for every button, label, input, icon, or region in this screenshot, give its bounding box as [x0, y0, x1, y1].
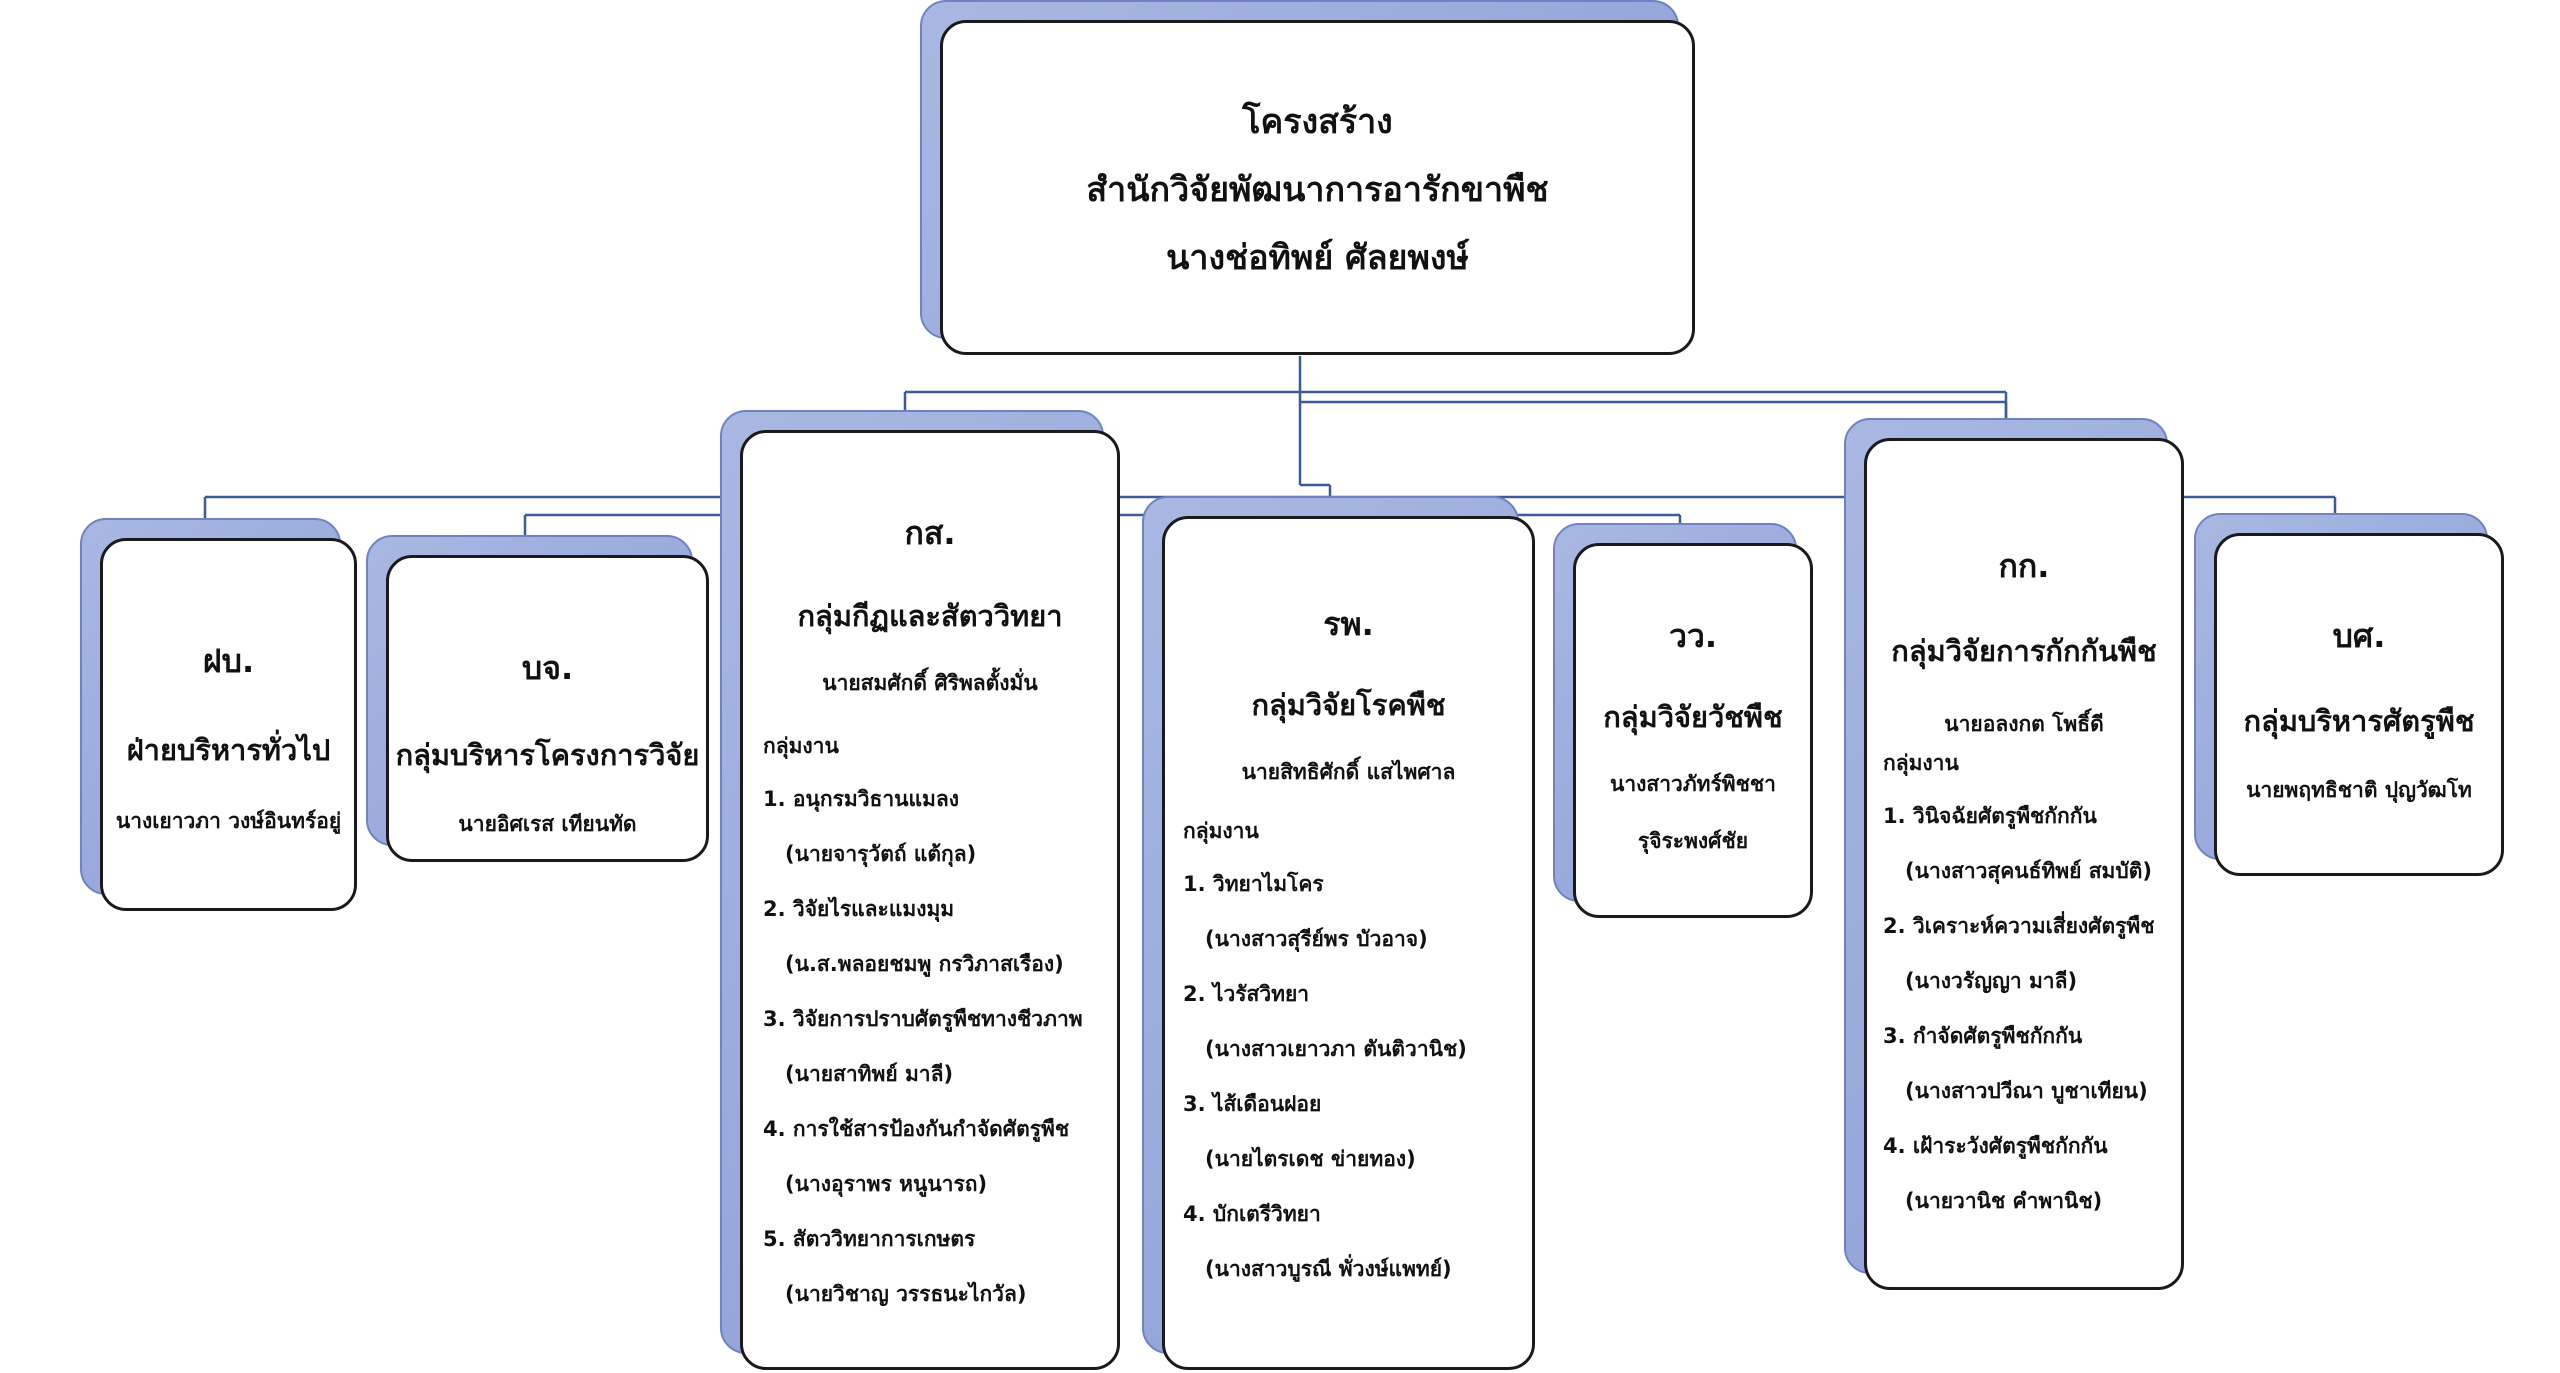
group-head: นายสิทธิศักดิ์ แสไพศาล: [1241, 760, 1456, 784]
task-list-label: กลุ่มงาน: [763, 734, 839, 758]
group-box-bs: บศ. กลุ่มบริหารศัตรูพืช นายพฤทธิชาติ ปุญ…: [2194, 513, 2504, 876]
task-item: 2. ไวรัสวิทยา(นางสาวเยาวภา ตันติวานิช): [1183, 982, 1467, 1061]
group-box-bj: บจ. กลุ่มบริหารโครงการวิจัย นายอิศเรส เท…: [366, 535, 709, 862]
group-abbr: บจ.: [521, 649, 574, 687]
group-head: นายพฤทธิชาติ ปุญวัฒโท: [2246, 778, 2472, 802]
task-item: 5. สัตววิทยาการเกษตร(นายวิชาญ วรรธนะไกวั…: [763, 1227, 1027, 1306]
task-item: 1. อนุกรมวิธานแมลง(นายจารุวัตถ์ แต้กุล): [763, 787, 977, 866]
task-item: 1. วินิจฉัยศัตรูพืชกักกัน(นางสาวสุคนธ์ทิ…: [1883, 804, 2152, 883]
group-head: นางสาวภัทร์พิชชา: [1610, 772, 1776, 796]
task-item: 4. บักเตรีวิทยา(นางสาวบูรณี พั่วงษ์แพทย์…: [1183, 1202, 1452, 1281]
group-box-ks: กส. กลุ่มกีฏและสัตววิทยา นายสมศักดิ์ ศิร…: [720, 410, 1120, 1370]
group-box-kk: กก. กลุ่มวิจัยการกักกันพืช นายอลงกต โพธิ…: [1844, 418, 2184, 1290]
task-list-label: กลุ่มงาน: [1883, 751, 1959, 775]
group-box-fp: ฝบ. ฝ่ายบริหารทั่วไป นางเยาวภา วงษ์อินทร…: [80, 518, 357, 911]
task-list: กลุ่มงาน 1. วิทยาไมโคร(นางสาวสุรีย์พร บั…: [1183, 815, 1532, 1286]
group-head: นายอิศเรส เทียนทัด: [458, 812, 637, 836]
director-name: นางช่อทิพย์ ศัลยพงษ์: [1166, 238, 1469, 278]
office-name: สำนักวิจัยพัฒนาการอารักขาพืช: [1086, 170, 1549, 210]
group-abbr: ฝบ.: [202, 642, 255, 680]
group-abbr: กก.: [1998, 547, 2050, 585]
group-box-rp: รพ. กลุ่มวิจัยโรคพืช นายสิทธิศักดิ์ แสไพ…: [1142, 496, 1535, 1370]
task-list: กลุ่มงาน 1. อนุกรมวิธานแมลง(นายจารุวัตถ์…: [763, 730, 1117, 1311]
task-item: 4. เฝ้าระวังศัตรูพืชกักกัน(นายวานิช คำพา…: [1883, 1134, 2108, 1213]
group-name: ฝ่ายบริหารทั่วไป: [126, 733, 331, 767]
task-item: 1. วิทยาไมโคร(นางสาวสุรีย์พร บัวอาจ): [1183, 872, 1428, 951]
group-abbr: รพ.: [1323, 605, 1374, 643]
task-item: 2. วิจัยไรและแมงมุม(น.ส.พลอยชมพู กรวิภาส…: [763, 897, 1064, 976]
group-name: กลุ่มวิจัยวัชพืช: [1603, 700, 1783, 734]
group-name: กลุ่มกีฏและสัตววิทยา: [797, 599, 1063, 633]
group-box-ww: วว. กลุ่มวิจัยวัชพืช นางสาวภัทร์พิชชา รุ…: [1553, 523, 1813, 918]
top-box-card: โครงสร้าง สำนักวิจัยพัฒนาการอารักขาพืช น…: [940, 20, 1695, 355]
task-item: 3. กำจัดศัตรูพืชกักกัน(นางสาวปวีณา บูชาเ…: [1883, 1024, 2148, 1103]
group-head: นายอลงกต โพธิ์ดี: [1944, 712, 2104, 736]
group-abbr: กส.: [904, 514, 956, 552]
group-head: นายสมศักดิ์ ศิริพลตั้งมั่น: [822, 671, 1038, 695]
top-box: โครงสร้าง สำนักวิจัยพัฒนาการอารักขาพืช น…: [920, 0, 1695, 355]
task-item: 2. วิเคราะห์ความเสี่ยงศัตรูพืช(นางวรัญญา…: [1883, 914, 2155, 993]
group-abbr: วว.: [1668, 617, 1718, 655]
group-head-line2: รุจิระพงศ์ชัย: [1637, 829, 1749, 853]
chart-title: โครงสร้าง: [1242, 102, 1393, 142]
group-abbr: บศ.: [2332, 617, 2386, 655]
group-name: กลุ่มบริหารศัตรูพืช: [2243, 704, 2475, 738]
group-head: นางเยาวภา วงษ์อินทร์อยู่: [115, 809, 342, 833]
task-item: 3. ไส้เดือนฝอย(นายไตรเดช ข่ายทอง): [1183, 1092, 1416, 1171]
task-item: 4. การใช้สารป้องกันกำจัดศัตรูพืช(นางอุรา…: [763, 1117, 1070, 1196]
task-list: กลุ่มงาน 1. วินิจฉัยศัตรูพืชกักกัน(นางสา…: [1883, 747, 2181, 1218]
task-item: 3. วิจัยการปราบศัตรูพืชทางชีวภาพ(นายสาทิ…: [763, 1007, 1083, 1086]
group-name: กลุ่มวิจัยการกักกันพืช: [1891, 634, 2157, 668]
group-name: กลุ่มบริหารโครงการวิจัย: [395, 738, 700, 772]
task-list-label: กลุ่มงาน: [1183, 819, 1259, 843]
group-name: กลุ่มวิจัยโรคพืช: [1251, 688, 1446, 722]
